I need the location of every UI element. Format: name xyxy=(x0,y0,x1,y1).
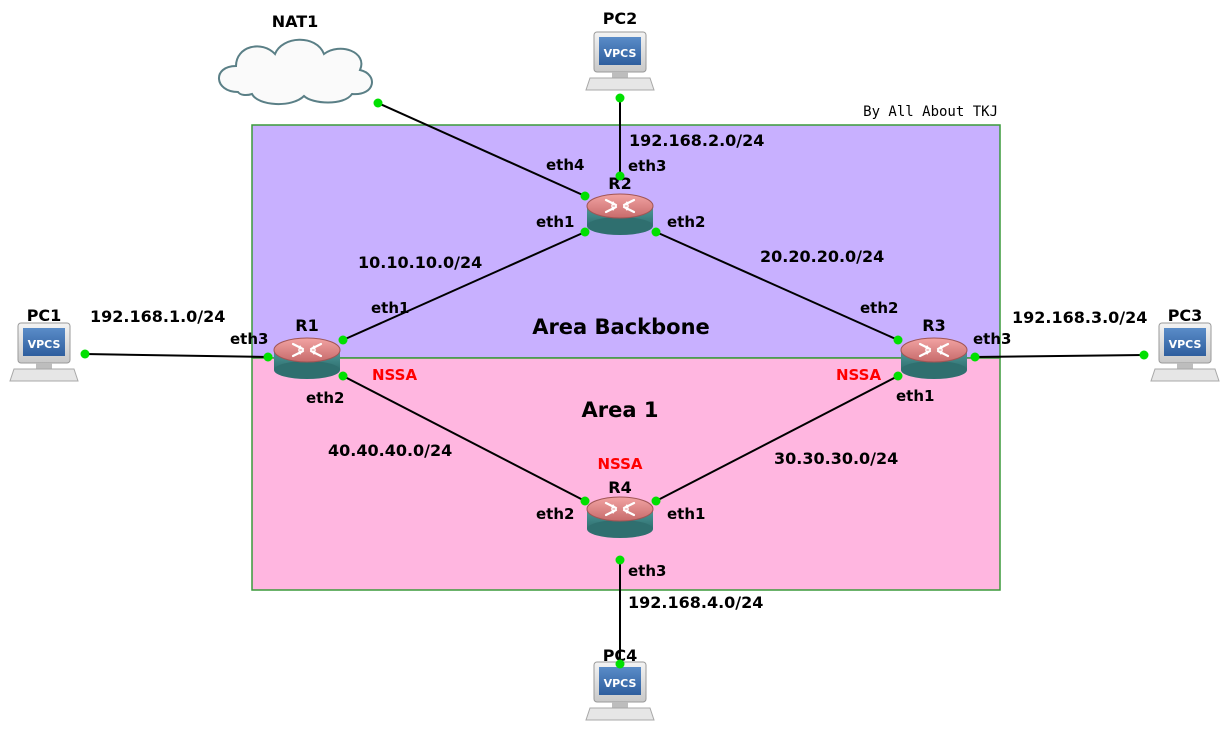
link-endpoint-dot xyxy=(580,227,590,237)
link-endpoint-dot xyxy=(615,555,625,565)
network-label-r1-r4: 40.40.40.0/24 xyxy=(328,441,452,460)
credit-text: By All About TKJ xyxy=(863,104,998,120)
network-label-r3-r4: 30.30.30.0/24 xyxy=(774,449,898,468)
r3-eth2-label: eth2 xyxy=(860,299,898,317)
r2-eth2-label: eth2 xyxy=(667,213,705,231)
link-endpoint-dot xyxy=(580,191,590,201)
nat1-label: NAT1 xyxy=(272,12,319,31)
pc3-vpcs-text: VPCS xyxy=(1169,338,1202,351)
r4-eth2-label: eth2 xyxy=(536,505,574,523)
link-endpoint-dot xyxy=(80,349,90,359)
r2-eth3-label: eth3 xyxy=(628,157,666,175)
r3-label: R3 xyxy=(922,316,945,335)
link-endpoint-dot xyxy=(1139,350,1149,360)
link-endpoint-dot xyxy=(338,371,348,381)
pc3-computer-icon[interactable]: VPCS xyxy=(1150,322,1220,382)
pc1-computer-icon[interactable]: VPCS xyxy=(9,322,79,382)
pc1-label: PC1 xyxy=(27,306,62,325)
r1-nssa-tag: NSSA xyxy=(372,366,417,384)
network-label-r2-r3: 20.20.20.0/24 xyxy=(760,247,884,266)
r1-eth3-label: eth3 xyxy=(230,330,268,348)
link-endpoint-dot xyxy=(893,335,903,345)
link-pc1-r1 xyxy=(84,353,269,358)
r4-nssa-tag: NSSA xyxy=(597,455,642,473)
r1-label: R1 xyxy=(295,316,318,335)
link-endpoint-dot xyxy=(615,171,625,181)
r4-label: R4 xyxy=(608,478,631,497)
link-r3-pc3 xyxy=(974,354,1145,358)
link-endpoint-dot xyxy=(263,352,273,362)
area-1-label: Area 1 xyxy=(582,398,659,422)
area-backbone-region xyxy=(251,124,1001,359)
pc1-vpcs-text: VPCS xyxy=(28,338,61,351)
pc4-vpcs-text: VPCS xyxy=(604,677,637,690)
network-label-pc2-r2: 192.168.2.0/24 xyxy=(629,131,764,150)
r3-eth3-label: eth3 xyxy=(973,330,1011,348)
link-r1-r2 xyxy=(342,231,586,341)
r3-eth1-label: eth1 xyxy=(896,387,934,405)
link-endpoint-dot xyxy=(615,659,625,669)
link-endpoint-dot xyxy=(651,227,661,237)
r4-eth1-label: eth1 xyxy=(667,505,705,523)
network-label-pc4-r4: 192.168.4.0/24 xyxy=(628,593,763,612)
pc4-computer-icon[interactable]: VPCS xyxy=(585,661,655,721)
area-1-region xyxy=(251,357,1001,591)
link-endpoint-dot xyxy=(580,496,590,506)
r2-eth4-label: eth4 xyxy=(546,156,584,174)
network-label-pc1-r1: 192.168.1.0/24 xyxy=(90,307,225,326)
r2-label: R2 xyxy=(608,174,631,193)
r3-nssa-tag: NSSA xyxy=(836,366,881,384)
link-r1-r4 xyxy=(342,375,586,502)
link-endpoint-dot xyxy=(373,98,383,108)
r1-eth1-label: eth1 xyxy=(371,299,409,317)
r1-eth2-label: eth2 xyxy=(306,389,344,407)
link-endpoint-dot xyxy=(338,335,348,345)
area-backbone-label: Area Backbone xyxy=(532,315,710,339)
link-r3-r4 xyxy=(655,375,899,502)
r4-router-icon[interactable] xyxy=(585,495,655,540)
pc2-computer-icon[interactable]: VPCS xyxy=(585,31,655,91)
r3-router-icon[interactable] xyxy=(899,336,969,381)
r4-eth3-label: eth3 xyxy=(628,562,666,580)
link-endpoint-dot xyxy=(651,496,661,506)
pc2-label: PC2 xyxy=(603,9,638,28)
network-label-r1-r2: 10.10.10.0/24 xyxy=(358,253,482,272)
r1-router-icon[interactable] xyxy=(272,336,342,381)
nat1-cloud-icon[interactable] xyxy=(218,38,373,106)
r2-router-icon[interactable] xyxy=(585,192,655,237)
pc2-vpcs-text: VPCS xyxy=(604,47,637,60)
r2-eth1-label: eth1 xyxy=(536,213,574,231)
network-label-pc3-r3: 192.168.3.0/24 xyxy=(1012,308,1147,327)
pc3-label: PC3 xyxy=(1168,306,1203,325)
link-endpoint-dot xyxy=(970,352,980,362)
pc4-label: PC4 xyxy=(603,646,638,665)
link-endpoint-dot xyxy=(893,371,903,381)
link-nat1-r2 xyxy=(377,102,586,197)
link-r2-r3 xyxy=(655,231,899,341)
link-endpoint-dot xyxy=(615,93,625,103)
